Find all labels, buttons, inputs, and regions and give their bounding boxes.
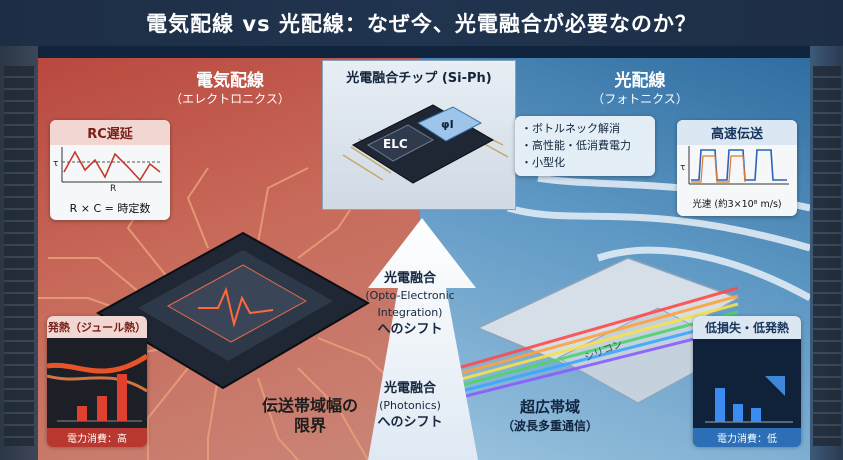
server-rack-right bbox=[810, 46, 843, 460]
opto-chip-graphic: ELC φI bbox=[342, 104, 509, 184]
speed-caption: 光速 (約3×10⁸ m/s) bbox=[692, 199, 782, 210]
bandwidth-line-1: 伝送帯域幅の bbox=[261, 396, 358, 415]
optical-heading: 光配線 bbox=[614, 71, 666, 91]
server-rack-left bbox=[0, 46, 38, 460]
loss-bar-3 bbox=[751, 408, 761, 422]
chip-title: 光電融合チップ (Si-Ph) bbox=[346, 71, 492, 86]
benefit-item: ・小型化 bbox=[521, 156, 565, 169]
loss-bar-2 bbox=[733, 404, 743, 422]
electric-subheading: （エレクトロニクス） bbox=[170, 92, 290, 106]
heat-bar-graphic bbox=[47, 353, 147, 422]
rc-formula: R × C = 時定数 bbox=[69, 202, 151, 215]
benefits-list: ・ボトルネック解消 ・高性能・低消費電力 ・小型化 bbox=[515, 116, 655, 176]
heat-title: 発熱（ジュール熱） bbox=[47, 316, 147, 338]
heat-card: 発熱（ジュール熱） 電力消費：高 bbox=[47, 316, 147, 447]
shift-label-2: 光電融合 (Photonics) へのシフト bbox=[345, 380, 475, 431]
speed-title: 高速伝送 bbox=[677, 120, 797, 145]
bandwidth-limit-label: 伝送帯域幅の 限界 bbox=[240, 396, 380, 436]
electric-heading: 電気配線 bbox=[196, 71, 264, 91]
rc-delay-title: RC遅延 bbox=[50, 120, 170, 145]
low-loss-title: 低損失・低発熱 bbox=[693, 316, 801, 339]
shift2-line-1: 光電融合 bbox=[383, 381, 436, 396]
shift-arrow bbox=[368, 218, 478, 460]
rc-delay-card: RC遅延 τ R R × C = 時定数 bbox=[50, 120, 170, 220]
opto-chip-box: 光電融合チップ (Si-Ph) ELC φI bbox=[322, 60, 516, 210]
shift-label-1: 光電融合 (Opto-Electronic Integration) へのシフト bbox=[345, 270, 475, 338]
shift1-line-4: へのシフト bbox=[377, 322, 443, 337]
low-loss-bar-graphic bbox=[705, 376, 793, 423]
phi-label: φI bbox=[441, 118, 454, 131]
speed-card: 高速伝送 τ 光速 (約3×10⁸ m/s) bbox=[677, 120, 797, 216]
loss-bar-1 bbox=[715, 388, 725, 422]
heat-bar-1 bbox=[77, 406, 87, 421]
heat-bar-3 bbox=[117, 374, 127, 421]
optical-subheading: （フォトニクス） bbox=[592, 92, 688, 106]
elc-label: ELC bbox=[383, 137, 408, 151]
benefit-item: ・ボトルネック解消 bbox=[521, 122, 620, 135]
low-loss-card: 低損失・低発熱 電力消費：低 bbox=[693, 316, 801, 447]
heat-bar-2 bbox=[97, 396, 107, 421]
bandwidth-line-2: 限界 bbox=[293, 416, 326, 435]
shift1-line-3: Integration) bbox=[377, 306, 443, 319]
speed-axis-symbol: τ bbox=[680, 163, 685, 173]
page-title: 電気配線 vs 光配線：なぜ今、光電融合が必要なのか？ bbox=[0, 0, 843, 46]
benefit-item: ・高性能・低消費電力 bbox=[521, 139, 631, 152]
shift1-line-2: (Opto-Electronic bbox=[365, 289, 455, 302]
wideband-line-2: （波長多重通信） bbox=[501, 419, 598, 433]
speed-waveform: τ bbox=[680, 146, 789, 185]
wideband-line-1: 超広帯域 bbox=[519, 398, 580, 416]
diagram-illustration bbox=[38, 167, 810, 460]
rc-delay-waveform: τ R bbox=[53, 147, 162, 192]
electric-chip bbox=[95, 231, 371, 390]
rc-axis-symbol: τ bbox=[53, 159, 58, 169]
optical-beams bbox=[457, 286, 739, 400]
rc-r-label: R bbox=[110, 184, 116, 192]
heat-caption: 電力消費：高 bbox=[47, 428, 147, 447]
low-loss-caption: 電力消費：低 bbox=[693, 428, 801, 447]
shift2-line-3: へのシフト bbox=[377, 415, 443, 430]
wideband-label: 超広帯域 （波長多重通信） bbox=[480, 398, 620, 436]
shift1-line-1: 光電融合 bbox=[383, 271, 436, 286]
shift2-line-2: (Photonics) bbox=[379, 399, 441, 412]
